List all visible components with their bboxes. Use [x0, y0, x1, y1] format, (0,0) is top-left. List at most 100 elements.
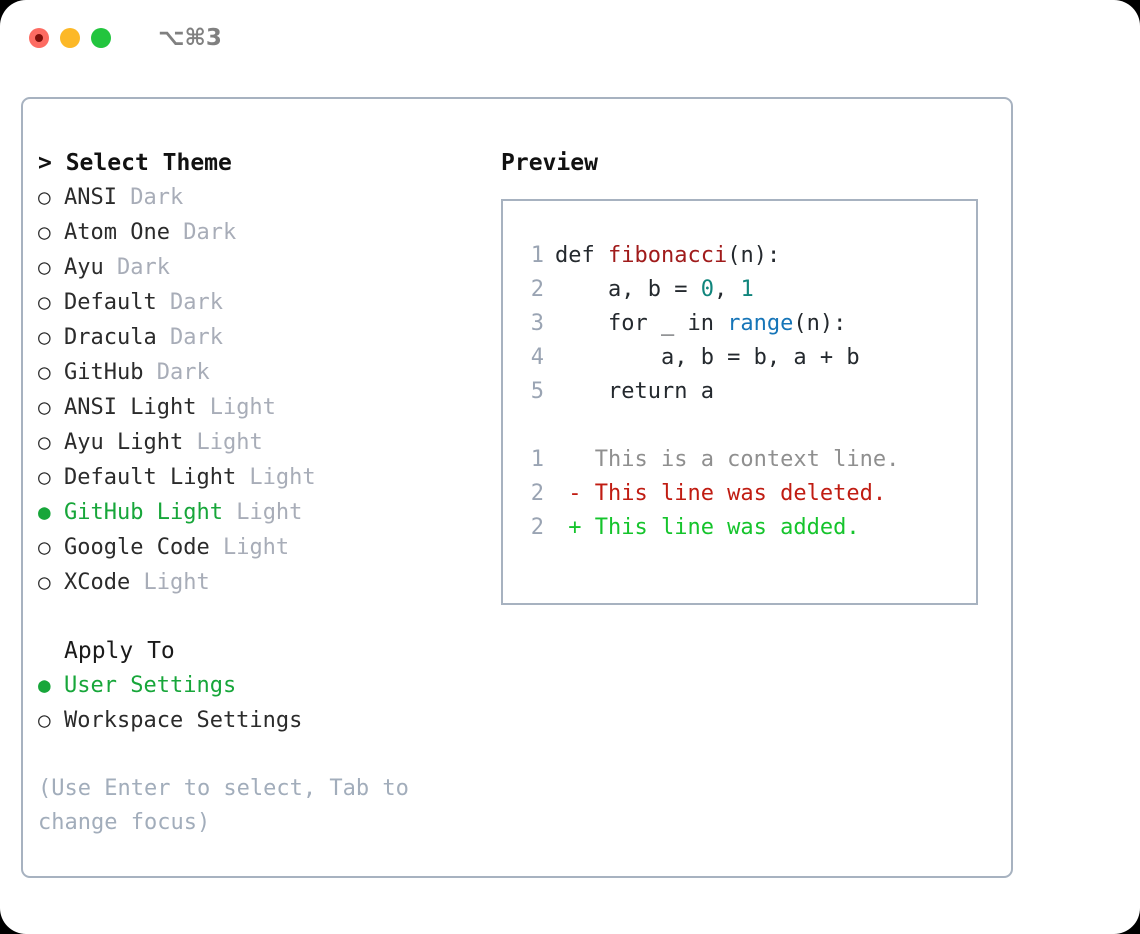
theme-option-label: Google Code [64, 535, 210, 560]
theme-option-label: Default [64, 290, 157, 315]
section-gap [38, 600, 488, 634]
radio-unselected-icon: ○ [38, 185, 51, 209]
diff-sample: 1 This is a context line. 2 - This line w… [503, 443, 976, 545]
code-token-fn: fibonacci [607, 243, 728, 268]
theme-option-dracula[interactable]: ○ Dracula Dark [38, 320, 488, 355]
traffic-lights [29, 28, 111, 48]
theme-option-label: GitHub [64, 360, 144, 385]
radio-selected-icon: ● [38, 500, 51, 524]
select-theme-heading-label: Select Theme [65, 150, 232, 176]
apply-to-heading: Apply To [64, 638, 175, 664]
theme-list: ○ANSI Dark○Atom One Dark○Ayu Dark○Defaul… [38, 180, 488, 600]
theme-option-variant: Dark [156, 290, 223, 315]
theme-option-default-light[interactable]: ○ Default Light Light [38, 460, 488, 495]
code-token-call: range [727, 311, 794, 336]
theme-option-label: ANSI Light [64, 395, 197, 420]
theme-option-variant: Dark [156, 325, 223, 350]
diff-line-text-del: - This line was deleted. [555, 481, 887, 506]
theme-option-label: Ayu Light [64, 430, 184, 455]
code-token-num: 0 [700, 277, 714, 302]
apply-option-user-settings[interactable]: ● User Settings [38, 668, 488, 703]
apply-option-label: Workspace Settings [64, 708, 303, 733]
theme-option-github[interactable]: ○ GitHub Dark [38, 355, 488, 390]
theme-option-ayu-light[interactable]: ○ Ayu Light Light [38, 425, 488, 460]
code-token-plain: (n): [727, 243, 781, 268]
code-line-text: a, b = b, a + b [555, 341, 860, 375]
radio-selected-icon: ● [38, 673, 51, 697]
code-token-plain: return a [555, 379, 714, 404]
zoom-button-icon[interactable] [91, 28, 111, 48]
code-line: 5 return a [503, 375, 976, 409]
theme-option-xcode[interactable]: ○ XCode Light [38, 565, 488, 600]
radio-unselected-icon: ○ [38, 708, 51, 732]
radio-unselected-icon: ○ [38, 465, 51, 489]
code-token-plain: a, b = b, a + b [555, 345, 860, 370]
theme-option-google-code[interactable]: ○ Google Code Light [38, 530, 488, 565]
theme-option-label: GitHub Light [64, 500, 223, 525]
keyboard-hint-text: (Use Enter to select, Tab to change focu… [38, 776, 409, 835]
main-panel: > Select Theme ○ANSI Dark○Atom One Dark○… [21, 97, 1013, 878]
diff-line-text-ctx: This is a context line. [555, 447, 900, 472]
theme-option-variant: Light [183, 430, 263, 455]
theme-selection-column: > Select Theme ○ANSI Dark○Atom One Dark○… [38, 146, 488, 840]
line-number: 1 [530, 243, 544, 268]
apply-to-list: ● User Settings ○ Workspace Settings [38, 668, 488, 738]
theme-option-default[interactable]: ○Default Dark [38, 285, 488, 320]
diff-line: 2 - This line was deleted. [503, 477, 976, 511]
theme-option-variant: Light [209, 535, 290, 560]
prompt-caret: > [38, 150, 66, 176]
code-line-text: a, b = 0, 1 [555, 273, 754, 307]
line-number: 2 [530, 481, 544, 506]
radio-unselected-icon: ○ [38, 255, 51, 279]
code-line-text: for _ in range(n): [555, 307, 846, 341]
radio-unselected-icon: ○ [38, 360, 51, 384]
select-theme-heading: > Select Theme [38, 146, 488, 180]
radio-unselected-icon: ○ [38, 570, 51, 594]
apply-option-workspace-settings[interactable]: ○ Workspace Settings [38, 703, 488, 738]
theme-option-label: Default Light [64, 465, 237, 490]
line-number: 1 [530, 447, 544, 472]
theme-option-label: Dracula [64, 325, 157, 350]
diff-line: 2 + This line was added. [503, 511, 976, 545]
minimize-button-icon[interactable] [60, 28, 80, 48]
line-number: 3 [530, 311, 544, 336]
theme-option-variant: Light [222, 500, 303, 525]
code-token-plain: def [555, 243, 608, 268]
code-token-num: 1 [740, 277, 754, 302]
theme-option-label: ANSI [64, 185, 117, 210]
theme-option-github-light[interactable]: ● GitHub Light Light [38, 495, 488, 530]
theme-option-variant: Dark [169, 220, 237, 245]
radio-unselected-icon: ○ [38, 430, 51, 454]
theme-option-label: XCode [64, 570, 131, 595]
code-line-text: return a [555, 375, 714, 409]
radio-unselected-icon: ○ [38, 395, 51, 419]
theme-option-variant: Light [236, 465, 316, 490]
code-line: 2 a, b = 0, 1 [503, 273, 976, 307]
close-button-icon[interactable] [29, 28, 49, 48]
theme-option-variant: Light [130, 570, 210, 595]
keyboard-shortcut-label: ⌥⌘3 [158, 25, 222, 51]
code-diff-gap [503, 409, 976, 443]
theme-option-ayu[interactable]: ○ Ayu Dark [38, 250, 488, 285]
radio-unselected-icon: ○ [38, 325, 51, 349]
line-number: 5 [530, 379, 544, 404]
preview-heading: Preview [501, 150, 598, 176]
theme-option-ansi-light[interactable]: ○ANSI Light Light [38, 390, 488, 425]
theme-option-ansi[interactable]: ○ANSI Dark [38, 180, 488, 215]
apply-option-label: User Settings [64, 673, 237, 698]
line-number: 4 [530, 345, 544, 370]
code-line: 3 for _ in range(n): [503, 307, 976, 341]
theme-option-variant: Dark [143, 360, 210, 385]
code-token-plain: (n): [793, 311, 847, 336]
code-line: 1 def fibonacci(n): [503, 239, 976, 273]
code-line: 4 a, b = b, a + b [503, 341, 976, 375]
theme-option-label: Ayu [64, 255, 104, 280]
theme-option-atom-one[interactable]: ○Atom One Dark [38, 215, 488, 250]
code-line-text: def fibonacci(n): [555, 239, 780, 273]
radio-unselected-icon: ○ [38, 535, 51, 559]
theme-option-variant: Dark [103, 255, 170, 280]
radio-unselected-icon: ○ [38, 220, 51, 244]
